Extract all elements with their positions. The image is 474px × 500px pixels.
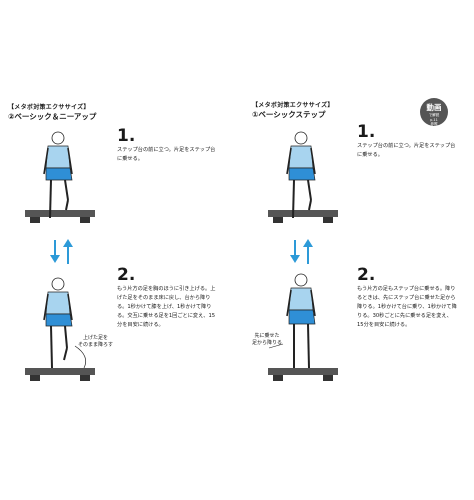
right-figure-step1: [268, 131, 338, 223]
left-down-up-arrows: [50, 239, 73, 264]
badge-title: 動画: [426, 103, 442, 112]
left-step2-text: もう片方の足を胸のほうに引き上げる。上げた足をそのまま床に戻し、台から降りる。1…: [117, 286, 216, 328]
step-platform: [268, 210, 338, 217]
badge-line1: で解説: [428, 113, 440, 117]
left-figure-step1: [25, 131, 95, 223]
right-down-up-arrows: [290, 239, 313, 264]
up-arrow-icon: [63, 239, 73, 247]
down-arrow-icon: [50, 255, 60, 263]
right-step1-number: 1.: [357, 122, 376, 142]
left-step1-number: 1.: [117, 126, 136, 146]
up-arrow-icon: [303, 239, 313, 247]
right-step1-text: ステップ台の前に立つ。片足をステップ台に乗せる。: [357, 143, 456, 158]
right-step2-text: もう片方の足もステップ台に乗せる。降りるときは、先にステップ台に乗せた足から降り…: [357, 286, 457, 328]
left-figure-step2: [25, 277, 95, 381]
left-note-line1: 上げた足を: [83, 335, 109, 341]
right-title: ①ベーシックステップ: [252, 110, 326, 119]
badge-line3: 参照: [430, 122, 438, 126]
down-arrow-icon: [290, 255, 300, 263]
left-note-line2: そのまま降ろす: [78, 342, 114, 348]
left-note: 上げた足を そのまま降ろす: [78, 335, 113, 349]
right-figure-step2: [268, 273, 338, 381]
badge-line2: p.11: [430, 117, 438, 122]
left-step2-number: 2.: [117, 265, 136, 285]
right-header: 【メタボ対策エクササイズ】: [252, 102, 334, 109]
left-step1-text: ステップ台の前に立つ。片足をステップ台に乗せる。: [117, 147, 216, 162]
step-platform: [25, 210, 95, 217]
step-platform: [268, 368, 338, 375]
step-platform: [25, 368, 95, 375]
left-header: 【メタボ対策エクササイズ】: [8, 104, 90, 111]
video-badge[interactable]: 動画 で解説 p.11 参照: [420, 98, 448, 126]
right-note: 先に乗せた 足から降りる: [252, 333, 282, 347]
right-note-line2: 足から降りる: [252, 340, 283, 346]
left-title: ②ベーシック＆ニーアップ: [8, 112, 97, 121]
right-note-line1: 先に乗せた: [254, 333, 280, 339]
right-step2-number: 2.: [357, 265, 376, 285]
